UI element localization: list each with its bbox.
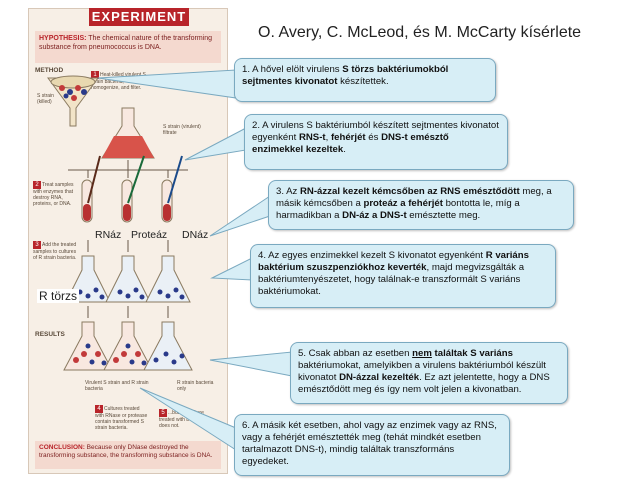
funnel-icon: [47, 75, 99, 127]
callout-1: 1. A hővel elölt virulens S törzs baktér…: [234, 58, 496, 102]
c5-f: DN-ázzal kezelték: [339, 372, 420, 383]
conclusion-label: CONCLUSION:: [39, 444, 85, 451]
c3-f: DN-áz a DNS-t: [342, 210, 407, 221]
experiment-tab: EXPERIMENT: [89, 8, 189, 26]
connector-3: [209, 195, 271, 237]
hypothesis-box: HYPOTHESIS: The chemical nature of the t…: [35, 31, 221, 63]
down-arrows-2: [87, 306, 169, 318]
c3-c: meg, a másik kémcsőben a: [276, 186, 552, 209]
s-strain-filtrate: S strain (virulent) filtrate: [163, 124, 201, 136]
c5-b: nem: [412, 348, 432, 359]
step3-num: 3: [33, 241, 41, 249]
experiment-illustration: [47, 75, 193, 371]
c5-d: S variáns: [467, 348, 513, 359]
c3-a: 3. Az: [276, 186, 300, 197]
rnase-label: RNáz: [95, 229, 122, 241]
result-flask-3-icon: [143, 321, 193, 371]
c1-a: 1. A hővel elölt virulens: [242, 64, 343, 75]
step3-label: Add the treated samples to cultures of R…: [33, 242, 77, 261]
c4-a: 4. Az egyes enzimekkel kezelt S kivonato…: [258, 250, 486, 261]
callout-4: 4. Az egyes enzimekkel kezelt S kivonato…: [250, 244, 556, 308]
step4-num: 4: [95, 405, 103, 413]
r-only-label: R strain bacteria only: [177, 380, 214, 392]
step1-num: 1: [91, 71, 99, 79]
c2-d: fehérjét: [330, 132, 366, 143]
c5-c: találtak: [431, 348, 468, 359]
callout-3: 3. Az RN-ázzal kezelt kémcsőben az RNS e…: [268, 180, 574, 230]
c2-a: 2. A virulens S baktériumból készített s…: [252, 120, 499, 143]
result-flask-1-icon: [63, 321, 113, 371]
conclusion-text: Because only DNase destroyed the transfo…: [39, 444, 213, 459]
connector-6: [139, 387, 237, 451]
branch-arrows: [68, 160, 188, 178]
method-label: METHOD: [35, 67, 64, 74]
c6-a: 6. A másik két esetben, ahol vagy az enz…: [242, 420, 497, 467]
dnase-tube-icon: [161, 155, 183, 223]
filtrate-flask-icon: [101, 107, 155, 159]
r-strain-flask-3-icon: [145, 255, 191, 303]
callout-2: 2. A virulens S baktériumból készített s…: [244, 114, 508, 170]
c3-b: RN-ázzal kezelt kémcsőben az RNS emésztő…: [300, 186, 520, 197]
c5-e: baktériumokat, amelyikben a virulens bak…: [298, 360, 546, 383]
c2-b: RNS-t: [298, 132, 326, 143]
c3-d: proteáz a fehérjét: [363, 198, 443, 209]
s-strain-killed: S strain (killed): [37, 93, 54, 105]
down-arrows: [87, 240, 169, 252]
c2-g: .: [343, 144, 346, 155]
c5-a: 5. Csak abban az esetben: [298, 348, 413, 359]
connector-5: [209, 351, 293, 377]
c4-b: R variáns baktérium szuszpenziókhoz keve…: [258, 250, 529, 273]
virulent-r-label: Virulent S strain and R strain bacteria: [85, 380, 149, 392]
connector-2: [184, 127, 247, 161]
hypothesis-label: HYPOTHESIS:: [39, 35, 87, 42]
hypothesis-text: The chemical nature of the transforming …: [39, 35, 213, 51]
step2-num: 2: [33, 181, 41, 189]
step4-label: Cultures treated with RNase or protease …: [95, 406, 148, 431]
step5-num: 5: [159, 409, 167, 417]
protease-label: Proteáz: [131, 229, 168, 241]
rnase-tube-icon: [81, 155, 101, 223]
c4-c: , majd megvizsgálták a baktériumtenyésze…: [258, 262, 525, 297]
c1-b: S törzs baktériumokból sejtmentes kivona…: [242, 64, 449, 87]
connector-4: [210, 257, 253, 281]
step1-label: Heat-killed virulent S strain bacteria, …: [91, 72, 146, 91]
c5-g: . Ez azt jelentette, hogy a DNS emésztőd…: [298, 372, 550, 395]
c3-e: bontotta le, míg a harmadikban a: [276, 198, 520, 221]
c3-g: emésztette meg.: [406, 210, 481, 221]
r-strain-label: R törzs: [37, 289, 80, 303]
connector-1: [97, 69, 237, 99]
c2-f: DNS-t emésztő enzimekkel kezeltek: [252, 132, 449, 155]
results-label: RESULTS: [35, 331, 65, 338]
c2-e: és: [365, 132, 382, 143]
dnase-label: DNáz: [182, 229, 209, 241]
protease-tube-icon: [121, 155, 145, 223]
callout-6: 6. A másik két esetben, ahol vagy az enz…: [234, 414, 510, 476]
step2-label: Treat samples with enzymes that destroy …: [33, 182, 74, 207]
c2-c: ,: [325, 132, 331, 143]
callout-5: 5. Csak abban az esetben nem találtak S …: [290, 342, 568, 404]
page-title: O. Avery, C. McLeod, és M. McCarty kísér…: [258, 24, 582, 41]
conclusion-box: CONCLUSION: Because only DNase destroyed…: [35, 441, 221, 469]
c1-c: készítettek.: [337, 76, 389, 87]
